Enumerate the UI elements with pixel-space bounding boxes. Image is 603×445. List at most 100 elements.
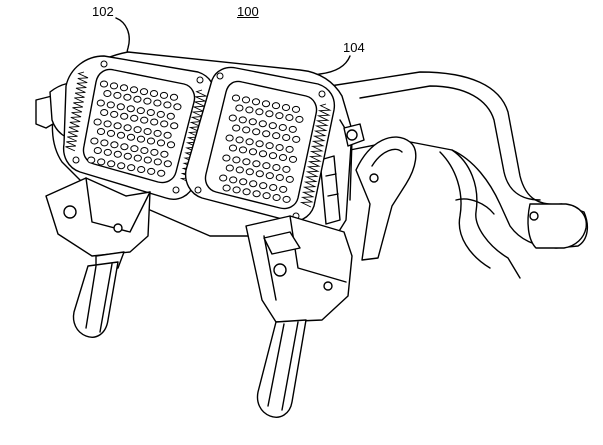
vent-hole bbox=[238, 116, 247, 124]
vent-hole bbox=[262, 130, 271, 138]
vent-hole bbox=[271, 102, 281, 110]
vent-hole bbox=[258, 150, 268, 158]
vent-hole bbox=[106, 101, 115, 109]
right-vent-panel bbox=[184, 66, 336, 222]
vent-hole bbox=[87, 156, 96, 164]
vent-hole bbox=[159, 91, 169, 99]
vent-hole bbox=[285, 175, 294, 183]
vent-hole bbox=[288, 125, 297, 133]
vent-hole bbox=[136, 107, 145, 115]
vent-hole bbox=[120, 112, 129, 120]
vent-hole bbox=[228, 144, 238, 152]
vent-hole bbox=[295, 115, 304, 123]
vent-hole bbox=[229, 176, 238, 184]
rear-arm bbox=[329, 71, 589, 279]
vent-hole bbox=[241, 96, 251, 104]
vent-hole bbox=[123, 93, 132, 101]
vent-hole bbox=[272, 132, 281, 140]
vent-hole bbox=[147, 167, 156, 175]
vent-hole bbox=[126, 105, 135, 113]
right-panel-holes bbox=[219, 94, 304, 203]
vent-hole bbox=[156, 139, 166, 147]
vent-hole bbox=[285, 145, 294, 153]
vent-hole bbox=[126, 133, 136, 141]
vent-hole bbox=[245, 138, 254, 146]
vent-hole bbox=[235, 166, 244, 174]
right-panel-spring-right bbox=[299, 103, 332, 208]
vent-hole bbox=[169, 93, 179, 101]
vent-hole bbox=[242, 188, 251, 196]
vent-hole bbox=[160, 150, 169, 158]
vent-hole bbox=[262, 192, 271, 200]
vent-hole bbox=[113, 91, 122, 99]
vent-hole bbox=[252, 190, 261, 198]
vent-hole bbox=[163, 131, 172, 139]
vent-hole bbox=[133, 95, 142, 103]
vent-hole bbox=[97, 158, 106, 166]
vent-hole bbox=[129, 86, 139, 94]
vent-hole bbox=[166, 112, 175, 120]
vent-hole bbox=[248, 148, 258, 156]
vent-hole bbox=[139, 88, 149, 96]
vent-hole bbox=[99, 80, 109, 88]
vent-hole bbox=[252, 160, 261, 168]
vent-hole bbox=[100, 109, 109, 116]
vent-hole bbox=[130, 145, 139, 153]
vent-hole bbox=[123, 152, 132, 160]
vent-hole bbox=[222, 154, 231, 162]
vent-hole bbox=[282, 134, 291, 141]
vent-hole bbox=[265, 110, 274, 118]
vent-hole bbox=[153, 129, 162, 137]
vent-hole bbox=[149, 90, 159, 97]
vent-hole bbox=[232, 156, 241, 164]
vent-hole bbox=[153, 158, 162, 166]
vent-hole bbox=[136, 135, 146, 143]
vent-hole bbox=[173, 103, 182, 111]
vent-hole bbox=[113, 150, 122, 158]
vent-hole bbox=[170, 122, 179, 130]
vent-hole bbox=[143, 156, 152, 164]
vent-hole bbox=[150, 148, 159, 156]
vent-hole bbox=[140, 147, 149, 154]
vent-hole bbox=[251, 98, 261, 106]
vent-hole bbox=[245, 106, 254, 114]
vent-hole bbox=[137, 166, 146, 173]
vent-hole bbox=[238, 146, 248, 154]
vent-hole bbox=[107, 160, 116, 168]
vent-hole bbox=[96, 128, 106, 135]
vent-hole bbox=[249, 180, 258, 188]
vent-hole bbox=[163, 101, 172, 109]
vent-hole bbox=[110, 110, 119, 118]
vent-hole bbox=[123, 124, 132, 132]
vent-hole bbox=[103, 120, 112, 128]
vent-hole bbox=[110, 141, 119, 149]
figure-number-label: 100 bbox=[237, 4, 259, 19]
vent-hole bbox=[113, 122, 122, 130]
left-vent-panel bbox=[62, 55, 216, 200]
vent-hole bbox=[245, 168, 254, 176]
vent-hole bbox=[222, 184, 231, 192]
vent-hole bbox=[219, 174, 228, 182]
vent-hole bbox=[268, 152, 278, 160]
vent-hole bbox=[258, 120, 267, 128]
vent-hole bbox=[279, 185, 288, 193]
vent-hole bbox=[255, 108, 264, 116]
vent-hole bbox=[228, 114, 237, 122]
vent-hole bbox=[116, 103, 125, 111]
vent-hole bbox=[269, 184, 278, 191]
vent-hole bbox=[140, 116, 149, 124]
vent-hole bbox=[281, 104, 291, 111]
vent-hole bbox=[285, 114, 294, 121]
vent-hole bbox=[96, 99, 105, 107]
vent-hole bbox=[272, 194, 281, 201]
side-strap bbox=[355, 136, 417, 261]
vent-hole bbox=[282, 165, 291, 173]
vent-hole bbox=[225, 134, 234, 142]
center-post bbox=[256, 319, 307, 418]
vent-hole bbox=[278, 154, 288, 161]
vent-hole bbox=[231, 94, 241, 102]
vent-hole bbox=[242, 126, 251, 134]
vent-hole bbox=[143, 128, 152, 135]
